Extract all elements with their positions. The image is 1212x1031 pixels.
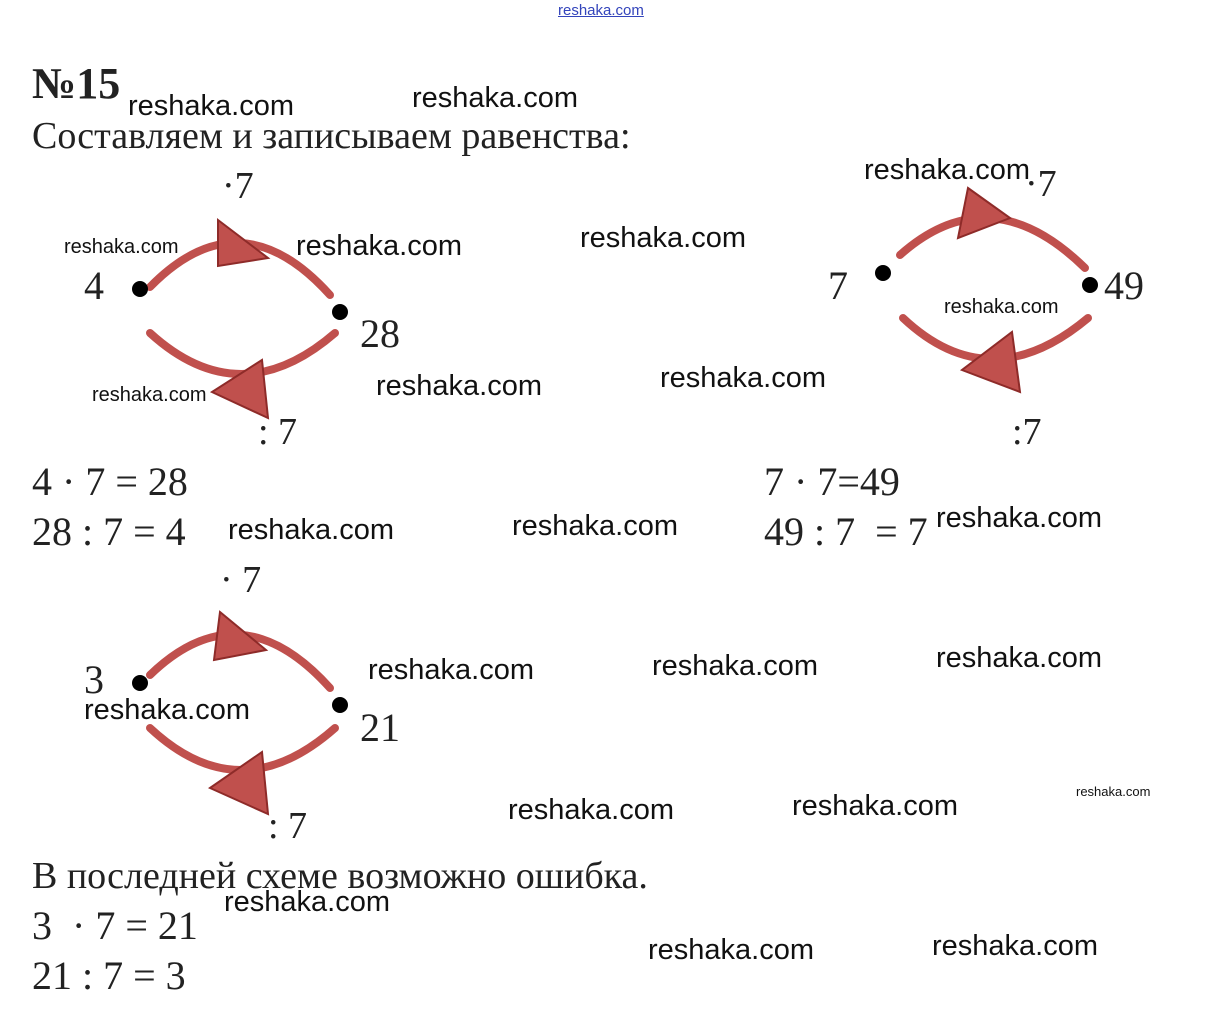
dot-right-1: [332, 304, 348, 320]
equation-1a: 4 · 7 = 28: [32, 459, 188, 504]
watermark: reshaka.com: [660, 362, 827, 394]
arrowhead-bottom-2: [959, 330, 1022, 394]
watermark: reshaka.com: [224, 886, 391, 918]
watermark: reshaka.com: [864, 154, 1031, 186]
dot-right-2: [1082, 277, 1098, 293]
watermark: reshaka.com: [512, 510, 679, 542]
arrowhead-top-3: [212, 610, 269, 662]
diagram1-right-value: 28: [360, 311, 400, 356]
equation-2b: 49 : 7 = 7: [764, 509, 928, 554]
watermark: reshaka.com: [944, 296, 1059, 318]
dot-left-3: [132, 675, 148, 691]
diagram3-left-value: 3: [84, 657, 104, 702]
watermark: reshaka.com: [508, 794, 675, 826]
diagram-2: [875, 186, 1098, 394]
arrowhead-bottom-3: [207, 750, 270, 816]
watermark: reshaka.com: [652, 650, 819, 682]
diagram2-top-op: ·7: [1025, 163, 1057, 205]
diagram1-bottom-op: : 7: [258, 411, 298, 453]
diagram3-top-op: · 7: [220, 559, 262, 601]
arc-bottom-1: [146, 329, 339, 378]
watermark: reshaka.com: [296, 230, 463, 262]
watermark: reshaka.com: [92, 384, 207, 406]
header-watermark[interactable]: reshaka.com: [558, 2, 644, 19]
arrowhead-top-2: [956, 186, 1013, 240]
watermark: reshaka.com: [412, 82, 579, 114]
diagram2-right-value: 49: [1104, 263, 1144, 308]
watermark: reshaka.com: [936, 642, 1103, 674]
equation-3b: 21 : 7 = 3: [32, 953, 186, 998]
diagram-1: [132, 217, 348, 420]
dot-left-1: [132, 281, 148, 297]
watermark: reshaka.com: [128, 90, 295, 122]
watermark: reshaka.com: [936, 502, 1103, 534]
watermark: reshaka.com: [648, 934, 815, 966]
intro-text: Составляем и записываем равенства:: [32, 115, 631, 157]
problem-number: №15: [32, 59, 121, 108]
watermark: reshaka.com: [84, 694, 251, 726]
watermark: reshaka.com: [376, 370, 543, 402]
diagram1-top-op: ·7: [222, 165, 254, 207]
diagram3-right-value: 21: [360, 705, 400, 750]
diagram2-bottom-op: :7: [1012, 411, 1042, 453]
diagram3-bottom-op: : 7: [268, 805, 308, 847]
watermark: reshaka.com: [932, 930, 1099, 962]
watermark: reshaka.com: [792, 790, 959, 822]
dot-left-2: [875, 265, 891, 281]
diagram2-left-value: 7: [828, 263, 848, 308]
watermark: reshaka.com: [1076, 784, 1151, 799]
equation-2a: 7 · 7=49: [764, 459, 900, 504]
watermark: reshaka.com: [64, 236, 179, 258]
watermark: reshaka.com: [368, 654, 535, 686]
arc-bottom-3: [146, 724, 339, 774]
equation-1b: 28 : 7 = 4: [32, 509, 186, 554]
note-text: В последней схеме возможно ошибка.: [32, 855, 648, 897]
arrowhead-bottom-1: [209, 358, 270, 420]
equation-3a: 3 · 7 = 21: [32, 903, 198, 948]
diagram1-left-value: 4: [84, 263, 104, 308]
arrowhead-top-1: [217, 217, 271, 268]
watermark: reshaka.com: [228, 514, 395, 546]
dot-right-3: [332, 697, 348, 713]
diagram-3: [132, 610, 348, 816]
watermark: reshaka.com: [580, 222, 747, 254]
